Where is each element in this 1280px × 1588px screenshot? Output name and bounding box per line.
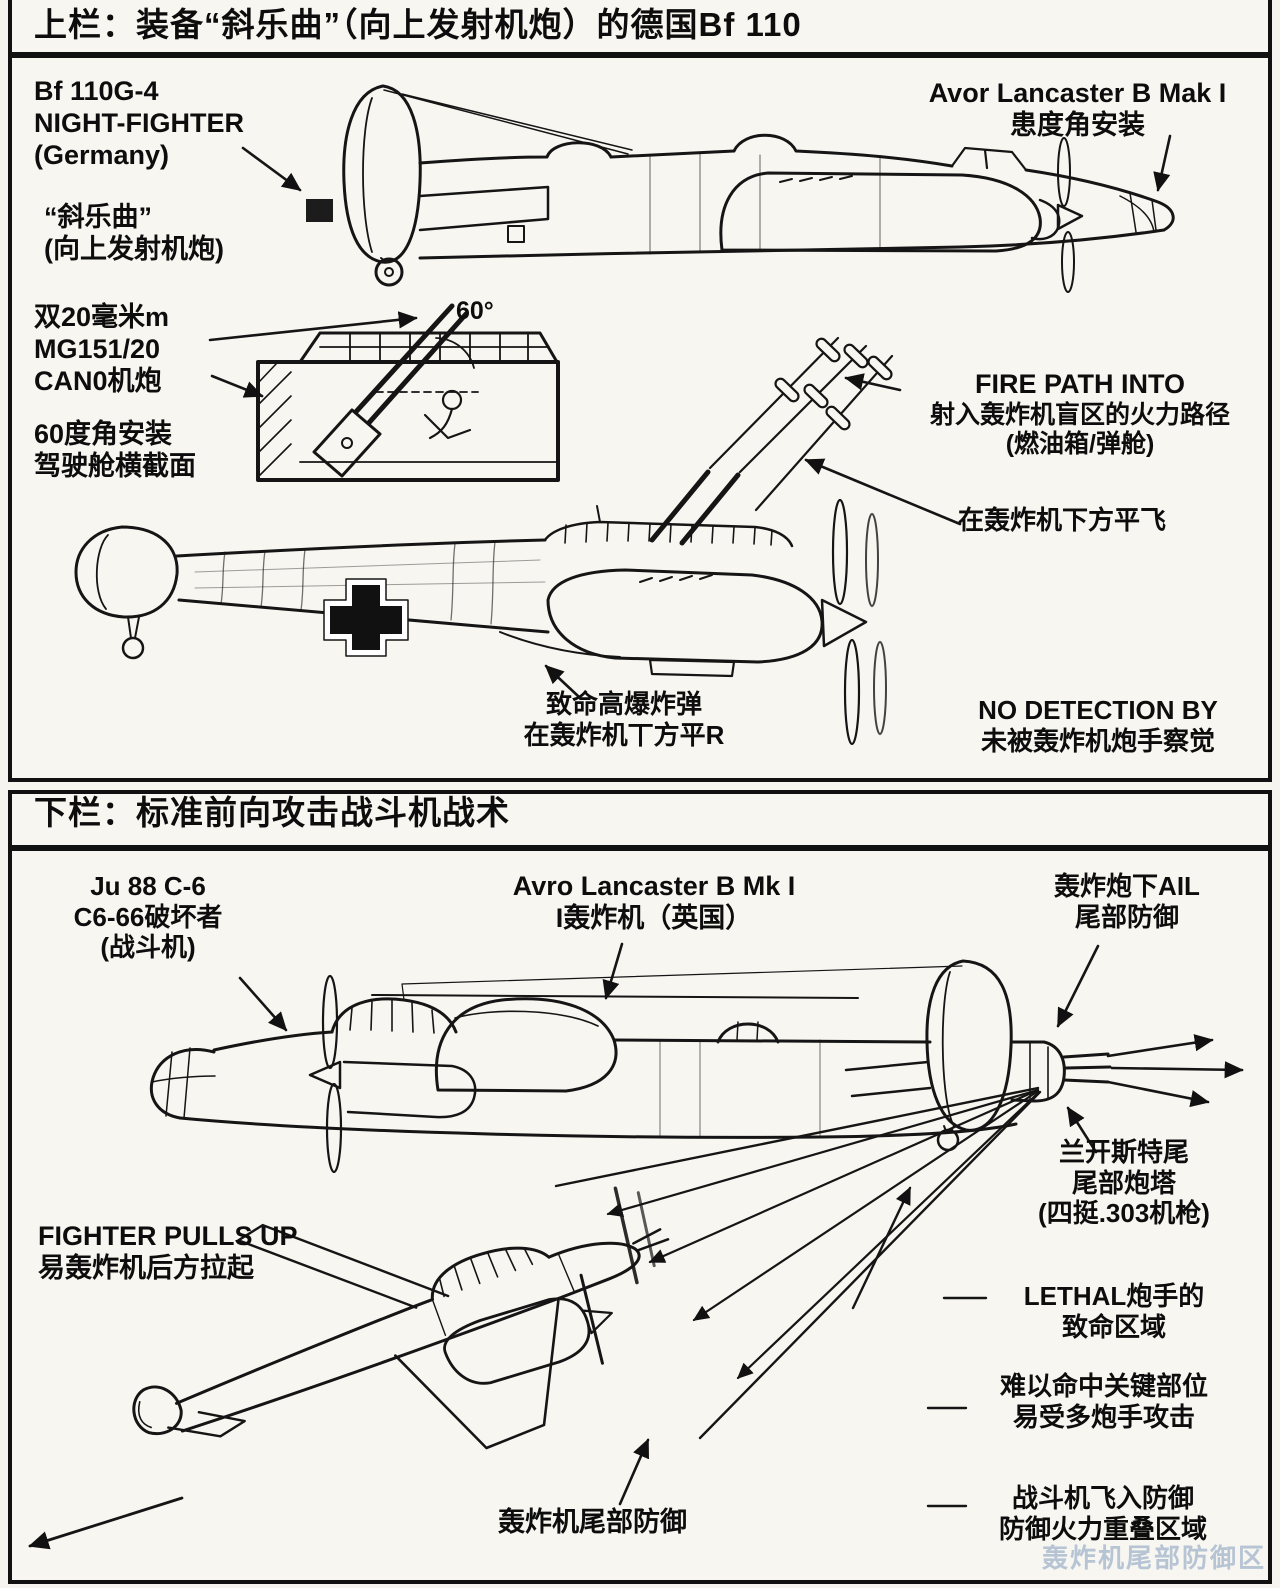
label-line: (向上发射机炮) [44, 233, 224, 264]
label-mount-angle: 60度角安装 驾驶舱横截面 [34, 419, 196, 483]
label-fire-path: FIRE PATH INTO 射入轰炸机盲区的火力路径 (燃油箱/弹舱) [912, 369, 1248, 460]
label-fighter-pulls-up: FIGHTER PULLS UP 易轰炸机后方拉起 [38, 1221, 298, 1285]
label-line: 战斗机飞入防御 [1011, 1483, 1194, 1513]
label-line: MG151/20 [34, 333, 161, 364]
label-lancaster-top: Avor Lancaster B Mak I 患度角安装 [905, 78, 1250, 142]
label-line: 兰开斯特尾 [1058, 1137, 1189, 1167]
label-angle-60: 60° [456, 297, 494, 327]
label-line: 双20毫米m [34, 302, 170, 332]
top-panel-title: 上栏：装备“斜乐曲”（向上发射机炮）的德国Bf 110 [34, 6, 802, 45]
label-line: LETHAL炮手的 [1023, 1281, 1205, 1311]
label-line: 致命区域 [1061, 1311, 1166, 1342]
label-line: 射入轰炸机盲区的火力路径 [929, 400, 1230, 429]
label-line: 易受多炮手攻击 [1012, 1401, 1195, 1432]
label-overlap-zone: 战斗机飞入防御 防御火力重叠区域 [962, 1483, 1244, 1544]
label-line: 易轰炸机后方拉起 [38, 1252, 254, 1283]
label-line: 轰炸炮下AIL [1054, 871, 1200, 901]
label-ju88: Ju 88 C-6 C6-66破坏者 (战斗机) [42, 871, 254, 963]
bottom-panel-title: 下栏：标准前向攻击战斗机战术 [34, 794, 510, 833]
label-line: 致命高爆炸弹 [545, 689, 702, 719]
label-line: (Germany) [34, 139, 170, 170]
label-line: 尾部炮塔 [1071, 1167, 1176, 1198]
label-line: (燃油箱/弹舱) [1005, 430, 1155, 459]
label-line: Avor Lancaster B Mak I [928, 78, 1227, 108]
label-line: I轰炸机（英国） [555, 902, 753, 933]
label-line: FIRE PATH INTO [974, 369, 1185, 399]
label-line: 在轰炸机丅方平R [523, 719, 725, 750]
label-line: 患度角安装 [1010, 109, 1145, 140]
label-line: 驾驶舱横截面 [34, 450, 196, 481]
label-lancaster-bottom: Avro Lancaster B Mk I I轰炸机（英国） [458, 871, 850, 935]
bottom-title-underline [8, 845, 1272, 851]
label-line: 难以命中关键部位 [999, 1371, 1208, 1401]
label-tail-defense-bottom: 轰炸机尾部防御 [498, 1507, 687, 1539]
title-text: 下栏：标准前向攻击战斗机战术 [34, 794, 510, 831]
label-line: NO DETECTION BY [978, 695, 1218, 725]
label-line: Ju 88 C-6 [90, 871, 206, 901]
label-hard-hit: 难以命中关键部位 易受多炮手攻击 [966, 1371, 1242, 1432]
top-title-underline [8, 52, 1272, 58]
label-line: 60° [456, 297, 494, 325]
label-lethal-shell: 致命高爆炸弹 在轰炸机丅方平R [468, 689, 780, 750]
label-line: Avro Lancaster B Mk I [512, 871, 796, 901]
watermark: 轰炸机尾部防御区 [1042, 1538, 1266, 1575]
title-text: 上栏：装备“斜乐曲”（向上发射机炮）的德国Bf 110 [34, 6, 802, 43]
label-lethal-zone: LETHAL炮手的 致命区域 [988, 1281, 1240, 1342]
label-line: CAN0机炮 [34, 365, 162, 396]
label-line: 在轰炸机下方平飞 [958, 505, 1167, 535]
label-cannon: 双20毫米m MG151/20 CAN0机炮 [34, 302, 169, 398]
label-line: 60度角安装 [34, 419, 173, 449]
label-line: NIGHT-FIGHTER [34, 107, 244, 138]
label-line: Bf 110G-4 [34, 76, 159, 106]
label-line: 防御火力重叠区域 [998, 1513, 1207, 1544]
label-line: 轰炸机尾部防御 [498, 1507, 687, 1537]
watermark-text: 轰炸机尾部防御区 [1042, 1543, 1267, 1573]
label-level-flight: 在轰炸机下方平飞 [958, 505, 1166, 536]
label-line: FIGHTER PULLS UP [38, 1221, 298, 1251]
label-schrage-musik: “斜乐曲” (向上发射机炮) [44, 202, 224, 266]
label-line: C6-66破坏者 [73, 901, 223, 932]
label-bf110: Bf 110G-4 NIGHT-FIGHTER (Germany) [34, 76, 244, 172]
label-no-detection: NO DETECTION BY 未被轰炸机炮手察觉 [948, 695, 1248, 756]
label-line: (战斗机) [100, 932, 196, 963]
label-line: 尾部防御 [1074, 901, 1179, 932]
label-line: “斜乐曲” [44, 202, 152, 232]
label-line: (四挺.303机枪) [1038, 1198, 1210, 1229]
label-tail-turret: 兰开斯特尾 尾部炮塔 (四挺.303机枪) [1002, 1137, 1246, 1229]
label-tail-defense-top: 轰炸炮下AIL 尾部防御 [1008, 871, 1246, 932]
label-line: 未被轰炸机炮手察觉 [980, 725, 1215, 756]
